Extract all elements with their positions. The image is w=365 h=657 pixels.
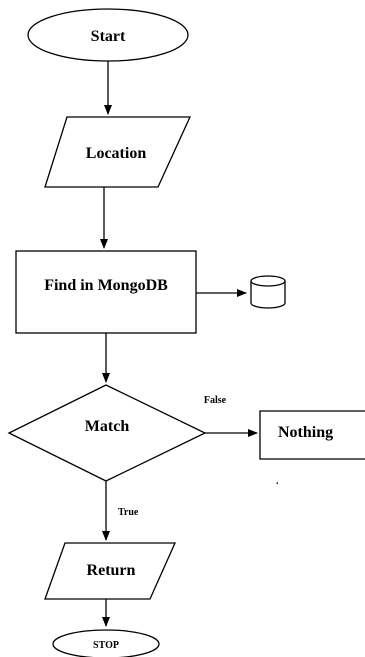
- database-icon: [250, 275, 286, 309]
- stop-label: STOP: [93, 640, 119, 651]
- find-node: [15, 250, 197, 334]
- annotation-dot: .: [276, 476, 279, 487]
- location-node: [44, 116, 192, 188]
- return-node: [44, 542, 177, 600]
- location-label: Location: [86, 145, 147, 162]
- return-label: Return: [87, 562, 136, 579]
- nothing-node: [259, 410, 365, 460]
- match-label: Match: [85, 418, 130, 435]
- stop-node: [52, 629, 160, 657]
- false-label: False: [204, 395, 227, 406]
- true-label: True: [118, 507, 139, 518]
- find-label: Find in MongoDB: [44, 277, 168, 294]
- nothing-label: Nothing: [278, 424, 333, 441]
- start-label: Start: [91, 28, 126, 45]
